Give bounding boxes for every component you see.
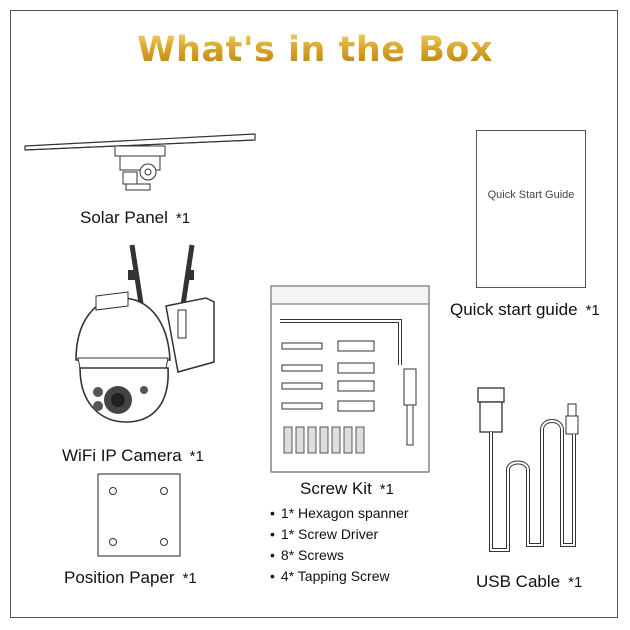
usb-cable-label: USB Cable*1 <box>476 572 583 591</box>
solar-panel-label: Solar Panel*1 <box>80 208 191 227</box>
position-paper-label: Position Paper*1 <box>64 568 197 587</box>
guide-cover-text: Quick Start Guide <box>487 189 575 201</box>
page-title: What's in the Box <box>0 30 630 70</box>
screw-kit-label: Screw Kit*1 <box>300 479 394 498</box>
screw-kit-contents-list: 1* Hexagon spanner 1* Screw Driver 8* Sc… <box>270 503 409 587</box>
list-item: 4* Tapping Screw <box>270 566 409 587</box>
camera-icon <box>75 244 215 423</box>
usb-cable-icon <box>477 387 579 552</box>
solar-panel-icon <box>24 133 256 191</box>
camera-label: WiFi IP Camera*1 <box>62 446 204 465</box>
quick-guide-label: Quick start guide*1 <box>450 300 600 319</box>
list-item: 1* Hexagon spanner <box>270 503 409 524</box>
list-item: 1* Screw Driver <box>270 524 409 545</box>
list-item: 8* Screws <box>270 545 409 566</box>
guide-booklet-icon: Quick Start Guide <box>476 130 586 288</box>
screw-kit-icon <box>270 285 430 473</box>
position-paper-icon <box>97 473 181 557</box>
